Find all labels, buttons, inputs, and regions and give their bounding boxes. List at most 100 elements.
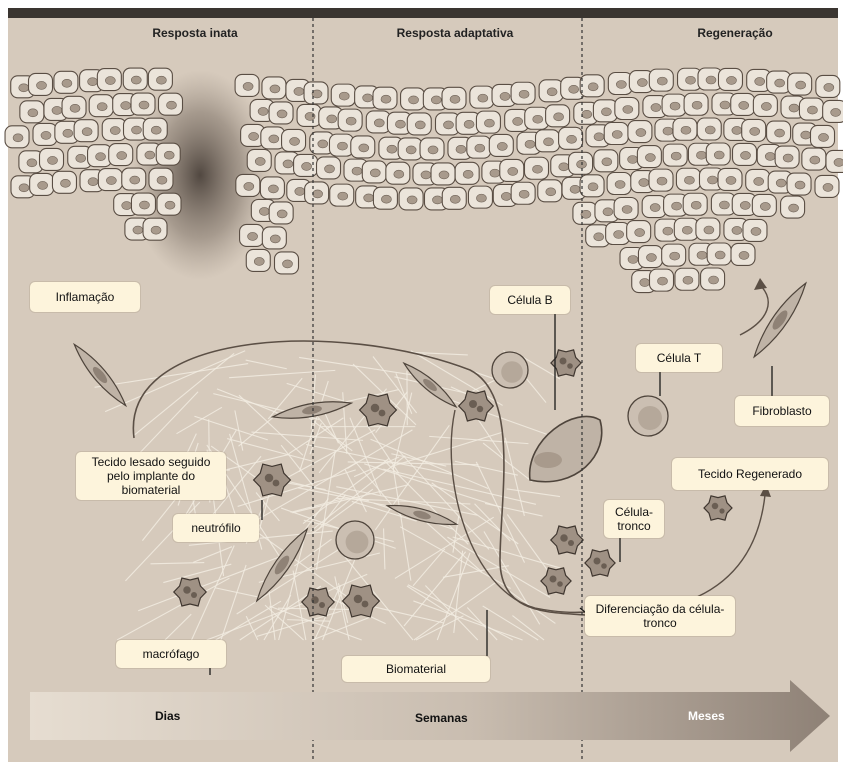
cell-nucleus	[407, 196, 417, 204]
cell-nucleus	[352, 167, 362, 175]
epithelial-cell	[122, 168, 146, 190]
cell-nucleus	[547, 88, 557, 96]
cell-nucleus	[96, 153, 106, 161]
epithelial-cell	[683, 193, 707, 215]
epithelial-cell	[470, 86, 494, 108]
epithelial-cell	[338, 109, 362, 131]
cell-nucleus	[82, 128, 92, 136]
cell-nucleus	[696, 151, 706, 159]
cell-nucleus	[450, 195, 460, 203]
cell-nucleus	[672, 202, 682, 210]
epithelial-cell	[707, 243, 731, 265]
stem-cell-granule	[550, 576, 557, 583]
cell-nucleus	[751, 227, 761, 235]
cell-nucleus	[406, 146, 416, 154]
cell-nucleus	[671, 152, 681, 160]
cell-nucleus	[243, 82, 253, 90]
epithelial-cell	[594, 150, 618, 172]
cell-nucleus	[52, 106, 62, 114]
epithelial-cell	[662, 244, 686, 266]
cell-nucleus	[692, 101, 702, 109]
cell-nucleus	[282, 260, 292, 268]
cell-nucleus	[106, 177, 116, 185]
epithelial-cell	[143, 118, 167, 140]
epithelial-cell	[753, 94, 777, 116]
epithelial-cell	[399, 188, 423, 210]
epithelial-cell	[511, 182, 535, 204]
neutrophil-cell-granule	[362, 601, 369, 608]
cell-nucleus	[370, 169, 380, 177]
epithelial-cell	[607, 172, 631, 194]
epithelial-cell	[569, 152, 593, 174]
epithelial-cell	[701, 268, 725, 290]
cell-nucleus	[248, 232, 258, 240]
cell-nucleus	[244, 182, 254, 190]
cell-nucleus	[570, 185, 580, 193]
epithelial-cell	[802, 148, 826, 170]
cell-nucleus	[431, 96, 441, 104]
epithelial-cell	[718, 68, 742, 90]
t-cell	[628, 396, 668, 436]
top-bar	[8, 8, 838, 18]
epithelial-cell	[706, 143, 730, 165]
cell-nucleus	[363, 94, 373, 102]
plasma-cell-nucleus	[534, 452, 562, 468]
macrophage-cell-granule	[477, 406, 483, 412]
cell-nucleus	[824, 83, 834, 91]
neutrophil-cell-granule	[265, 474, 274, 483]
cell-nucleus	[765, 152, 775, 160]
cell-nucleus	[657, 77, 667, 85]
cell-nucleus	[337, 142, 347, 150]
cell-nucleus	[796, 81, 806, 89]
epithelial-cell	[40, 148, 64, 170]
epithelial-cell	[742, 119, 766, 141]
epithelial-cell	[282, 129, 306, 151]
epithelial-cell	[615, 97, 639, 119]
cell-nucleus	[254, 257, 264, 265]
cell-nucleus	[97, 103, 107, 111]
epithelial-cell	[329, 134, 353, 156]
label-b-cell: Célula B	[490, 286, 570, 314]
cell-nucleus	[60, 179, 70, 187]
cell-nucleus	[381, 95, 391, 103]
cell-nucleus	[432, 196, 442, 204]
epithelial-cell	[662, 94, 686, 116]
epithelial-cell	[697, 118, 721, 140]
cell-nucleus	[258, 107, 268, 115]
regenerated-cell-granule	[712, 503, 719, 510]
cell-nucleus	[658, 277, 668, 285]
epithelial-cell	[260, 177, 284, 199]
epithelial-cell	[718, 168, 742, 190]
cell-nucleus	[544, 138, 554, 146]
epithelial-cell	[305, 182, 329, 204]
epithelial-cell	[386, 162, 410, 184]
epithelial-cell	[236, 174, 260, 196]
cell-nucleus	[19, 184, 29, 192]
cell-nucleus	[63, 129, 73, 137]
cell-nucleus	[601, 108, 611, 116]
epithelial-cell	[109, 144, 133, 166]
epithelial-cell	[149, 168, 173, 190]
cell-nucleus	[775, 79, 785, 87]
cell-nucleus	[165, 201, 175, 209]
cell-nucleus	[131, 76, 141, 84]
cell-nucleus	[651, 104, 661, 112]
t-cell-nucleus	[638, 406, 662, 430]
epithelial-cell	[156, 143, 180, 165]
cell-nucleus	[318, 140, 328, 148]
cell-nucleus	[156, 76, 166, 84]
stem-cell-granule	[594, 558, 601, 565]
epithelial-cell	[158, 93, 182, 115]
epithelial-cell	[546, 105, 570, 127]
cell-nucleus	[533, 115, 543, 123]
stem-cell-granule	[567, 363, 573, 369]
cell-nucleus	[602, 158, 612, 166]
cell-nucleus	[139, 201, 149, 209]
cell-nucleus	[450, 95, 460, 103]
cell-nucleus	[166, 101, 176, 109]
cell-nucleus	[381, 195, 391, 203]
cell-nucleus	[709, 276, 719, 284]
epithelial-cell	[304, 82, 328, 104]
cell-nucleus	[364, 194, 374, 202]
epithelial-cell	[676, 168, 700, 190]
